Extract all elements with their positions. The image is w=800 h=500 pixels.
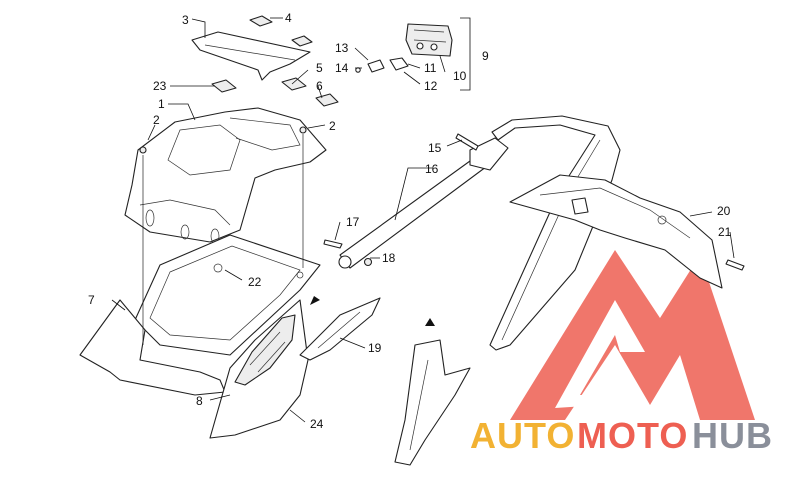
watermark-wordmark: AUTO MOTO HUB (470, 415, 773, 456)
part-21-screw (725, 259, 745, 271)
callout-5: 5 (316, 61, 323, 75)
watermark-word-moto: MOTO (577, 415, 688, 456)
part-1-cover (124, 107, 327, 244)
warning-marker-1 (310, 296, 320, 305)
part-8-side-panel (209, 299, 309, 439)
part-14-screw (355, 67, 361, 73)
callout-3: 3 (182, 13, 189, 27)
part-13-bulb (367, 59, 385, 73)
callout-9: 9 (482, 49, 489, 63)
callout-1: 1 (158, 97, 165, 111)
callout-24: 24 (310, 417, 324, 431)
part-7-skirt (79, 299, 226, 396)
part-23-clip (211, 79, 237, 93)
callout-13: 13 (335, 41, 349, 55)
part-17-screw (323, 239, 343, 249)
callout-14: 14 (335, 61, 349, 75)
callout-23: 23 (153, 79, 167, 93)
callout-4: 4 (285, 11, 292, 25)
part-16-rail (338, 137, 509, 269)
callout-19: 19 (368, 341, 382, 355)
callout-17: 17 (346, 215, 360, 229)
callout-11: 11 (424, 61, 437, 75)
callout-21: 21 (718, 225, 732, 239)
callout-8: 8 (196, 394, 203, 408)
watermark-logo (510, 250, 755, 420)
part-18-nut (363, 257, 373, 267)
callout-10: 10 (453, 69, 467, 83)
assembly-lines (142, 134, 304, 345)
lower-bracket (394, 339, 471, 466)
leader-lines (111, 17, 735, 423)
part-2-fasteners (139, 126, 307, 154)
part-5-clip (281, 77, 307, 91)
part-4-clips (249, 15, 313, 47)
taillight-assembly (355, 23, 453, 73)
logo-triangle-inner (555, 300, 648, 408)
callout-18: 18 (382, 251, 396, 265)
callout-6: 6 (316, 79, 323, 93)
callout-labels: 3 4 23 1 2 5 6 2 13 14 11 12 10 9 15 16 … (88, 11, 732, 431)
callout-2-right: 2 (329, 119, 336, 133)
bracket-9 (460, 17, 471, 91)
part-11-socket (389, 57, 409, 71)
part-19-bracket (299, 297, 381, 361)
callout-16: 16 (425, 162, 439, 176)
warning-marker-2 (425, 318, 435, 326)
watermark-word-auto: AUTO (470, 415, 575, 456)
part-20-fender (509, 174, 723, 289)
part-6-clip (315, 93, 339, 107)
callout-20: 20 (717, 204, 731, 218)
callout-22: 22 (248, 275, 262, 289)
callout-7: 7 (88, 293, 95, 307)
callout-2-left: 2 (153, 113, 160, 127)
callout-12: 12 (424, 79, 438, 93)
part-15-bolt (455, 133, 479, 151)
part-3-bracket (191, 31, 311, 81)
watermark-word-hub: HUB (692, 415, 773, 456)
callout-15: 15 (428, 141, 442, 155)
